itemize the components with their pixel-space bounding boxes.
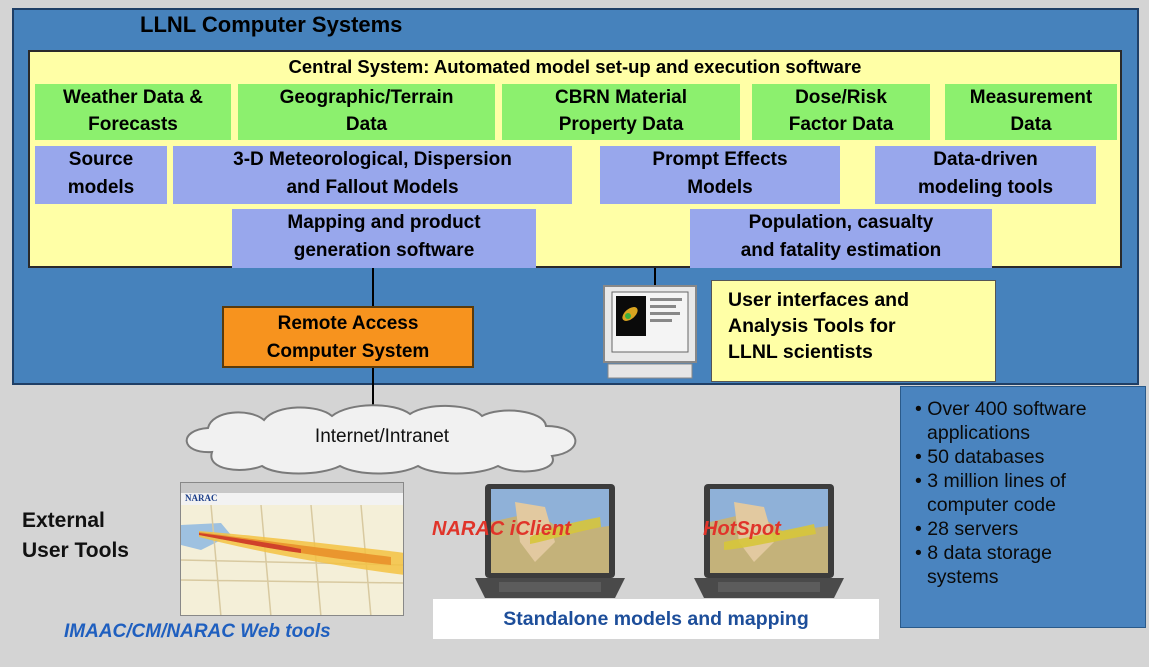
dispersion-models-line1: 3-D Meteorological, Dispersion	[233, 149, 512, 170]
connector-yellow-remote	[372, 268, 374, 306]
internet-cloud-icon	[185, 404, 577, 475]
stats-box: • Over 400 software applications • 50 da…	[900, 386, 1146, 628]
remote-access-line1: Remote Access	[277, 313, 419, 334]
browser-logo: NARAC	[185, 493, 218, 503]
terrain-data-line2: Data	[345, 114, 388, 135]
user-interfaces-box: User interfaces and Analysis Tools for L…	[711, 280, 996, 382]
remote-access-box: Remote Access Computer System	[222, 306, 474, 368]
external-user-tools-label: External User Tools	[22, 506, 129, 566]
cbrn-data-line1: CBRN Material	[555, 87, 687, 108]
terrain-data-line1: Geographic/Terrain	[279, 87, 454, 108]
measurement-data-line2: Data	[1010, 114, 1052, 135]
mapping-software-line2: generation software	[293, 240, 475, 261]
external-line2: User Tools	[22, 539, 129, 562]
external-line1: External	[22, 509, 105, 532]
dose-risk-line1: Dose/Risk	[795, 87, 887, 108]
weather-data-box: Weather Data & Forecasts	[35, 84, 231, 140]
connector-remote-internet	[372, 368, 374, 410]
measurement-data-box: Measurement Data	[945, 84, 1117, 140]
terrain-data-box: Geographic/Terrain Data	[238, 84, 495, 140]
source-models-line2: models	[67, 177, 135, 198]
stats-line: computer code	[927, 494, 1056, 516]
stats-line: • 50 databases	[915, 446, 1045, 468]
laptop-iclient-icon	[475, 484, 625, 598]
central-system-label: Central System: Automated model set-up a…	[288, 56, 862, 77]
hotspot-label: HotSpot	[703, 518, 781, 540]
weather-data-line1: Weather Data &	[62, 87, 204, 108]
standalone-models-label: Standalone models and mapping	[433, 599, 879, 639]
web-browser-screenshot: NARAC	[180, 482, 404, 616]
data-driven-tools-box: Data-driven modeling tools	[875, 146, 1096, 204]
connector-yellow-workstation	[654, 268, 656, 286]
web-tools-label: IMAAC/CM/NARAC Web tools	[64, 621, 331, 642]
user-interfaces-line1: User interfaces and	[728, 289, 909, 311]
llnl-title: LLNL Computer Systems	[140, 12, 403, 37]
measurement-data-line1: Measurement	[969, 87, 1093, 108]
prompt-effects-line1: Prompt Effects	[652, 149, 788, 170]
mapping-software-line1: Mapping and product	[287, 212, 481, 233]
data-driven-line2: modeling tools	[917, 177, 1054, 198]
user-interfaces-line2: Analysis Tools for	[728, 315, 896, 337]
stats-line: • 28 servers	[915, 518, 1019, 540]
dose-risk-box: Dose/Risk Factor Data	[752, 84, 930, 140]
stats-line: • Over 400 software	[915, 398, 1087, 420]
internet-label: Internet/Intranet	[314, 426, 450, 447]
population-line2: and fatality estimation	[740, 240, 942, 261]
iclient-label: NARAC iClient	[432, 518, 571, 540]
map-plume-image	[181, 504, 403, 615]
workstation-monitor-icon	[603, 285, 697, 379]
dispersion-models-box: 3-D Meteorological, Dispersion and Fallo…	[173, 146, 572, 204]
population-estimation-box: Population, casualty and fatality estima…	[690, 209, 992, 268]
source-models-line1: Source	[68, 149, 134, 170]
dispersion-models-line2: and Fallout Models	[286, 177, 459, 198]
population-line1: Population, casualty	[748, 212, 934, 233]
browser-toolbar	[181, 483, 403, 493]
cbrn-data-box: CBRN Material Property Data	[502, 84, 740, 140]
stats-line: • 8 data storage	[915, 542, 1052, 564]
stats-line: applications	[927, 422, 1030, 444]
prompt-effects-line2: Models	[687, 177, 753, 198]
source-models-box: Source models	[35, 146, 167, 204]
mapping-software-box: Mapping and product generation software	[232, 209, 536, 268]
stats-line: • 3 million lines of	[915, 470, 1066, 492]
dose-risk-line2: Factor Data	[788, 114, 894, 135]
data-driven-line1: Data-driven	[933, 149, 1038, 170]
weather-data-line2: Forecasts	[88, 114, 178, 135]
user-interfaces-line3: LLNL scientists	[728, 341, 873, 363]
remote-access-line2: Computer System	[266, 341, 430, 362]
stats-line: systems	[927, 566, 999, 588]
laptop-hotspot-icon	[694, 484, 844, 598]
cbrn-data-line2: Property Data	[558, 114, 684, 135]
prompt-effects-box: Prompt Effects Models	[600, 146, 840, 204]
